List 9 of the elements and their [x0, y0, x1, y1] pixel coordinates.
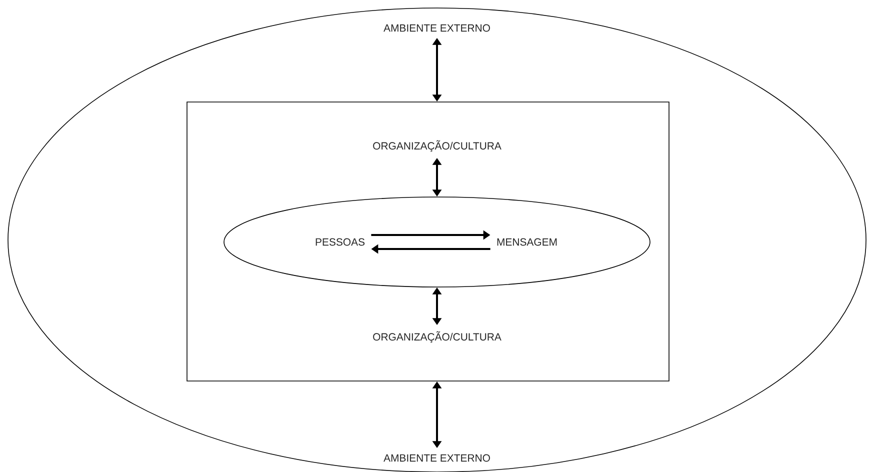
- label-text: AMBIENTE EXTERNO: [384, 454, 490, 462]
- label-text: ORGANIZAÇÃO/CULTURA: [373, 140, 502, 152]
- ellipse-outline: [224, 196, 650, 288]
- label-text: PESSOAS: [316, 238, 365, 246]
- label-text: AMBIENTE EXTERNO: [384, 24, 490, 32]
- rectangle-outline: [186, 102, 670, 382]
- label-text: MENSAGEM: [497, 238, 557, 246]
- label-text: ORGANIZAÇÃO/CULTURA: [373, 331, 502, 343]
- ellipse-outline: [8, 8, 866, 472]
